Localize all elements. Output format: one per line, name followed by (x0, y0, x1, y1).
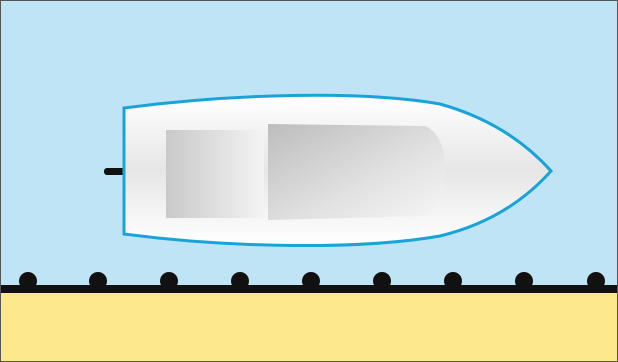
boat-cabin-rear (166, 130, 264, 218)
bollard-icon (302, 272, 320, 290)
bollard-icon (160, 272, 178, 290)
bollard-icon (373, 272, 391, 290)
bollard-icon (515, 272, 533, 290)
bollard-icon (444, 272, 462, 290)
bollard-icon (19, 272, 37, 290)
bollard-icon (89, 272, 107, 290)
bollard-icon (587, 272, 605, 290)
boat-cabin-front (268, 124, 445, 220)
bollard-icon (231, 272, 249, 290)
dock-area (0, 292, 618, 362)
